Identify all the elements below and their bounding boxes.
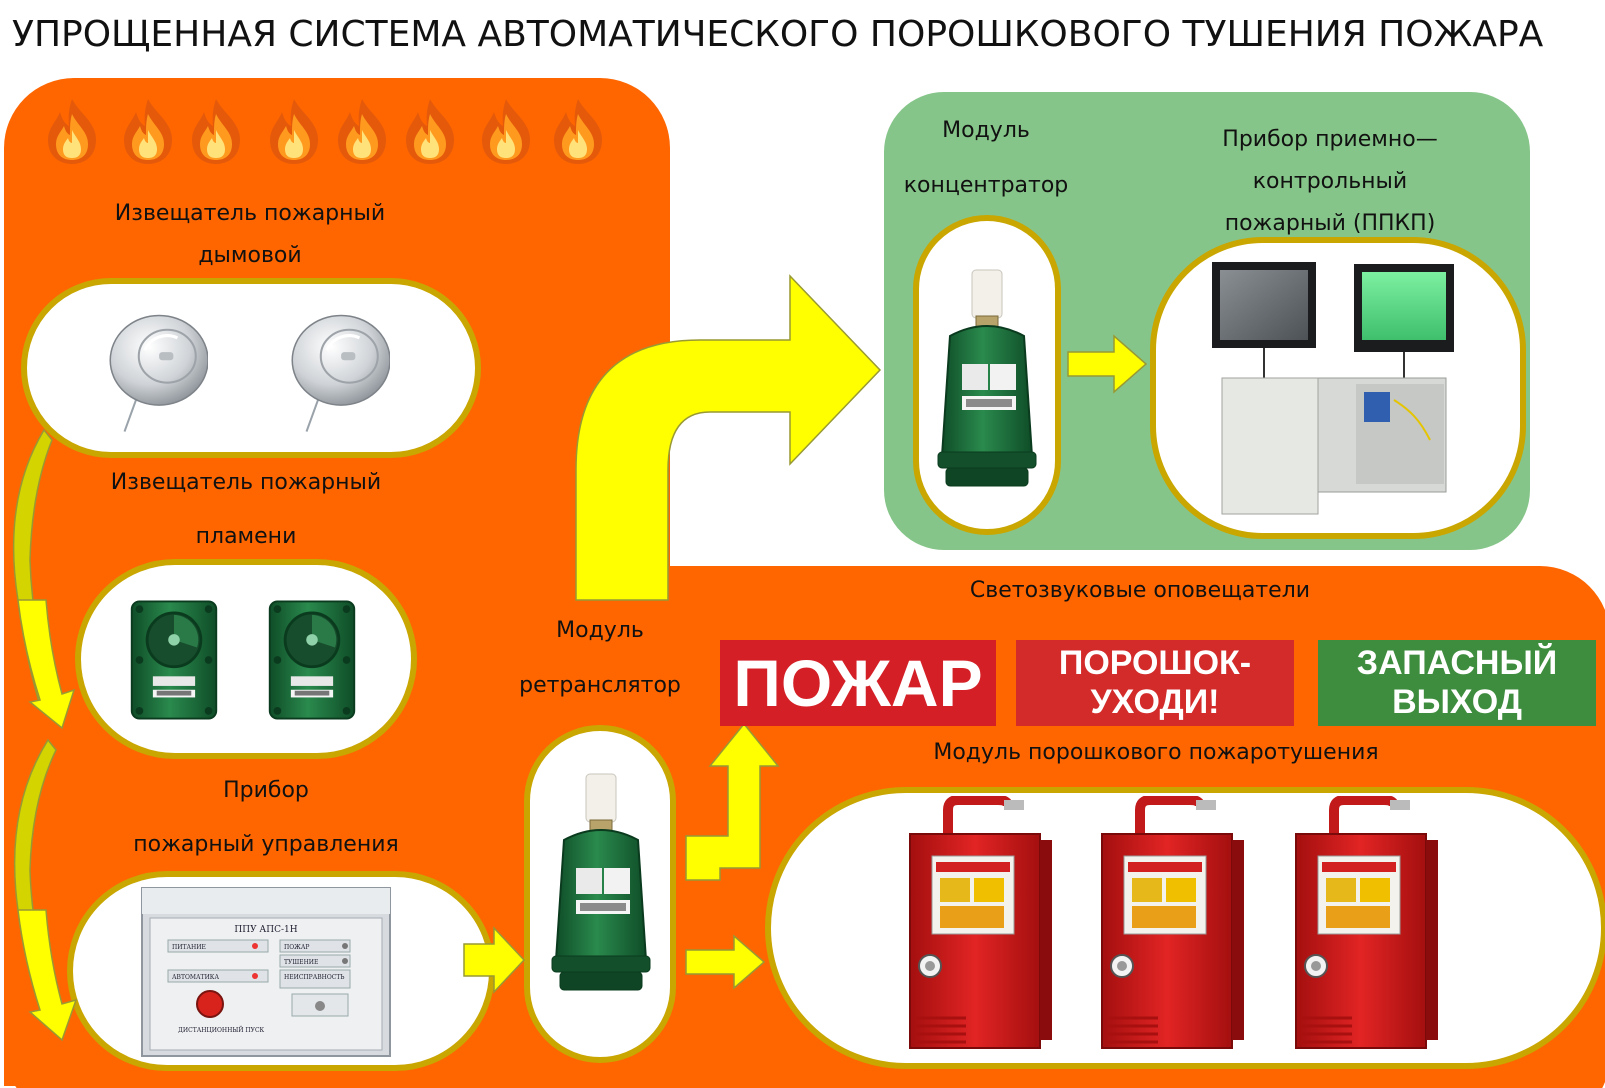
sign-fire: ПОЖАР (720, 640, 996, 726)
concentrator-module-label-line2: концентратор (903, 173, 1069, 198)
concentrator-module-capsule (913, 215, 1061, 535)
panel-extinguish-label: ТУШЕНИЕ (284, 959, 318, 966)
powder-module-label: Модуль порошкового пожаротушения (933, 740, 1379, 765)
flame-detector-label-line1: Извещатель пожарный (110, 470, 382, 495)
panel-header-label: ППУ АПС-1Н (234, 925, 297, 935)
powder-extinguisher-icon (1296, 800, 1438, 1048)
page-title: УПРОЩЕННАЯ СИСТЕМА АВТОМАТИЧЕСКОГО ПОРОШ… (12, 14, 1544, 55)
ppkp-device-icon (1212, 262, 1454, 515)
control-device-capsule: ППУ АПС-1Н ПИТАНИЕ ПОЖАР ТУШЕНИЕ АВТОМАТ… (67, 871, 495, 1071)
ppkp-label-line1: Прибор приемно— (1222, 127, 1438, 152)
relay-module-capsule (524, 725, 676, 1063)
control-device-label-line1: Прибор (223, 778, 309, 803)
control-panel-icon: ППУ АПС-1Н ПИТАНИЕ ПОЖАР ТУШЕНИЕ АВТОМАТ… (141, 887, 391, 1057)
smoke-detector-label-line2: дымовой (198, 243, 302, 268)
ppkp-label-line3: пожарный (ППКП) (1224, 211, 1436, 236)
flame-detector-capsule (75, 559, 417, 759)
smoke-detector-capsule (21, 278, 481, 458)
concentrator-module-label-line1: Модуль (942, 118, 1030, 143)
ppkp-capsule (1150, 237, 1526, 539)
flame-detector-icon (130, 599, 218, 721)
sign-powder-leave: ПОРОШОК- УХОДИ! (1016, 640, 1294, 726)
panel-automatic-label: АВТОМАТИКА (172, 974, 219, 981)
powder-extinguisher-icon (910, 800, 1052, 1048)
relay-module-label-line2: ретранслятор (519, 673, 681, 698)
powder-module-capsule (765, 787, 1605, 1069)
relay-module-label-line1: Модуль (556, 618, 644, 643)
smoke-detector-label-line1: Извещатель пожарный (114, 201, 386, 226)
sign-emergency-exit: ЗАПАСНЫЙ ВЫХОД (1318, 640, 1596, 726)
control-device-label-line2: пожарный управления (133, 832, 399, 857)
panel-power-label: ПИТАНИЕ (172, 944, 206, 951)
panel-fault-label: НЕИСПРАВНОСТЬ (284, 974, 344, 981)
alarms-heading: Светозвуковые оповещатели (969, 578, 1311, 603)
powder-extinguisher-icon (1102, 800, 1244, 1048)
panel-remote-label: ДИСТАНЦИОННЫЙ ПУСК (178, 1026, 265, 1034)
flame-detector-icon (268, 599, 356, 721)
flame-detector-label-line2: пламени (195, 524, 297, 549)
arrow-icon (463, 274, 1148, 994)
left-curved-arrows (12, 428, 78, 1042)
panel-fire-label: ПОЖАР (284, 944, 309, 951)
ppkp-label-line2: контрольный (1252, 169, 1408, 194)
